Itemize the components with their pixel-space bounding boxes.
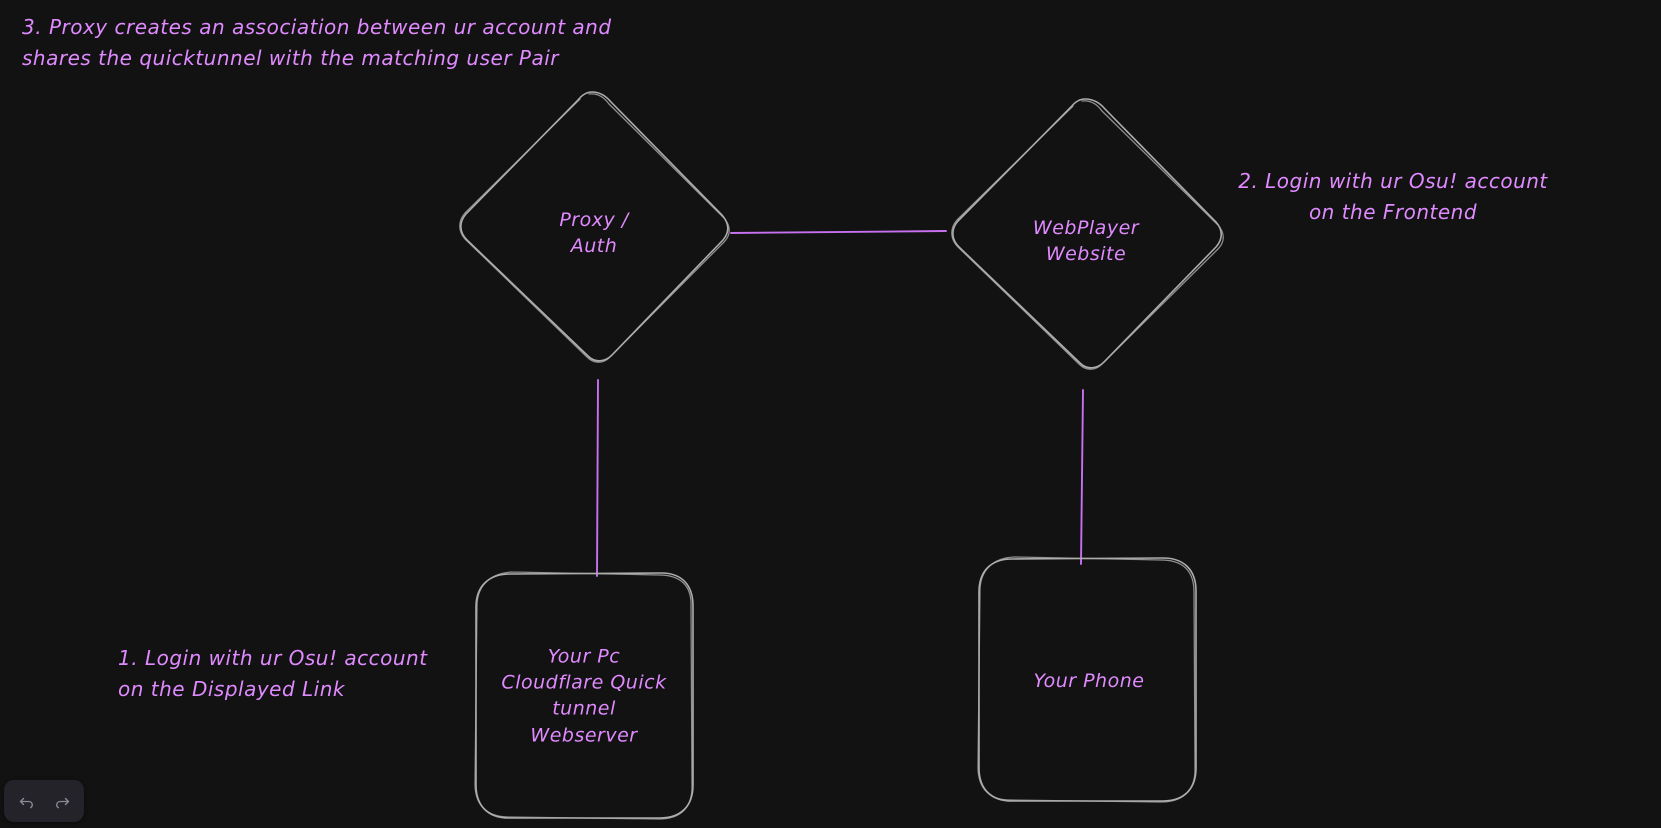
node-shape-your-pc[interactable] bbox=[474, 571, 694, 820]
connector-proxy-to-webplayer[interactable] bbox=[730, 230, 947, 234]
connector-proxy-to-pc[interactable] bbox=[596, 379, 599, 577]
node-shape-proxy-auth[interactable] bbox=[459, 91, 730, 363]
node-shape-your-phone[interactable] bbox=[977, 556, 1197, 803]
redo-icon bbox=[55, 797, 69, 808]
node-shape-webplayer[interactable] bbox=[951, 98, 1224, 370]
history-toolbar bbox=[4, 780, 84, 822]
redo-button[interactable] bbox=[46, 786, 78, 816]
undo-icon bbox=[19, 797, 33, 808]
undo-button[interactable] bbox=[10, 786, 42, 816]
connector-webplayer-to-phone[interactable] bbox=[1080, 389, 1084, 565]
